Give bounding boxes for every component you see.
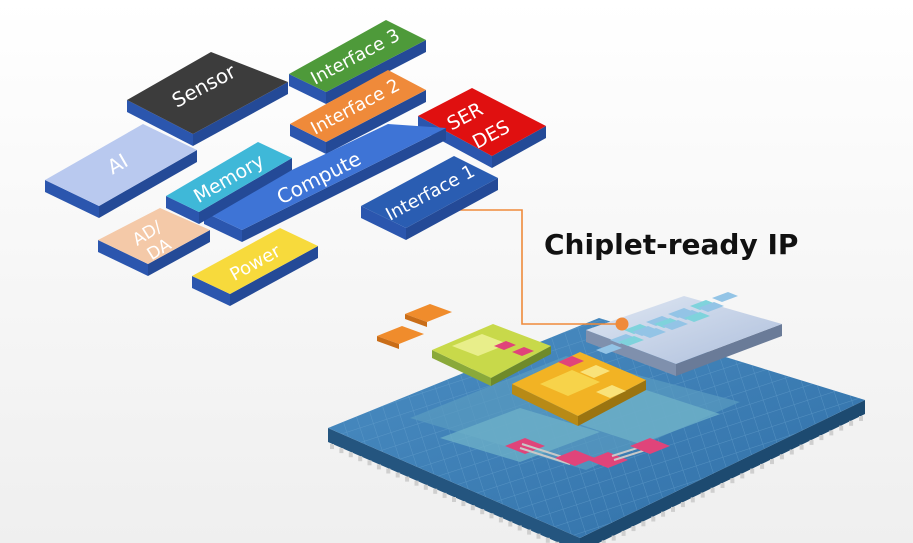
loose-chiplet-orange-1 [405, 304, 452, 327]
memory-cell [610, 334, 636, 344]
chiplet-ready-heading: Chiplet-ready IP [544, 228, 799, 261]
package-pin [480, 509, 485, 515]
package-pin [508, 521, 513, 527]
memory-cell-grid [596, 292, 738, 354]
memory-cell [624, 324, 650, 334]
package-pin [680, 502, 685, 508]
package-pin [631, 526, 636, 532]
package-pin [461, 501, 466, 507]
memory-cell [698, 302, 724, 312]
package-pin [555, 541, 560, 543]
package-pin [367, 460, 372, 466]
package-pin [661, 511, 666, 517]
package-pin [386, 468, 391, 474]
package-pin [770, 459, 774, 465]
memory-cell [662, 320, 688, 330]
package-pin [405, 476, 410, 482]
package-pin [470, 505, 475, 511]
package-pin [671, 506, 675, 512]
package-pin [348, 452, 353, 458]
package-pin [339, 448, 344, 454]
package-pins-front-right [601, 416, 863, 543]
package-pin [819, 435, 824, 441]
package-substrate [328, 318, 865, 543]
chiplet-yellow-green [432, 324, 551, 386]
package-pin [809, 439, 814, 445]
package-pin [433, 488, 438, 494]
package-pins-front-left [330, 444, 560, 543]
package-pin [839, 425, 844, 431]
package-pin [395, 472, 400, 478]
package-pin [700, 492, 705, 498]
package-pin [641, 521, 646, 527]
package-pin [423, 484, 428, 490]
memory-cell [690, 300, 716, 310]
package-pin [536, 533, 541, 539]
chiplet-memory-grid [586, 292, 782, 376]
package-pin [859, 416, 863, 421]
package-pin [710, 487, 715, 493]
connector-line [450, 209, 620, 325]
memory-cell [684, 312, 710, 322]
memory-cell [618, 336, 644, 346]
package-pin [720, 483, 725, 488]
memory-cell [712, 292, 738, 302]
package-pin [498, 517, 503, 523]
package-pin [779, 454, 784, 460]
loose-chiplet-orange-2 [377, 326, 424, 349]
package-pin [651, 516, 656, 522]
package-pin [750, 468, 755, 474]
memory-cell [676, 310, 702, 320]
connector-dot [615, 317, 629, 331]
package-pin [601, 540, 606, 543]
memory-cell [632, 326, 658, 336]
memory-cell [654, 318, 680, 328]
package-pin [545, 537, 550, 543]
package-pin [442, 492, 447, 498]
package-pin [358, 456, 363, 462]
bridge-connector-left [505, 438, 595, 466]
package-pin [789, 449, 794, 455]
package-pin [527, 529, 532, 535]
block-adda: AD/ DA [98, 208, 210, 276]
memory-cell [596, 344, 622, 354]
package-pin [829, 430, 834, 436]
block-ai: AI [45, 124, 197, 218]
package-pin [414, 480, 419, 486]
package-pin [690, 497, 695, 503]
package-pin [611, 535, 616, 541]
chiplet-center-yellow [512, 352, 646, 426]
package-pin [849, 420, 854, 426]
package-pin [730, 478, 735, 484]
block-power: Power [192, 228, 318, 306]
package-pin [621, 530, 626, 536]
memory-cell [640, 328, 666, 338]
package-pin [330, 444, 334, 449]
memory-cell [668, 308, 694, 318]
package-pin [740, 473, 745, 479]
memory-cell [646, 316, 672, 326]
package-pin [760, 463, 765, 469]
package-pin [376, 464, 381, 470]
package-pin [489, 513, 494, 519]
package-pin [517, 525, 522, 531]
bridge-connector-right [588, 438, 670, 468]
package-pin [799, 444, 804, 450]
package-pin [452, 497, 456, 502]
